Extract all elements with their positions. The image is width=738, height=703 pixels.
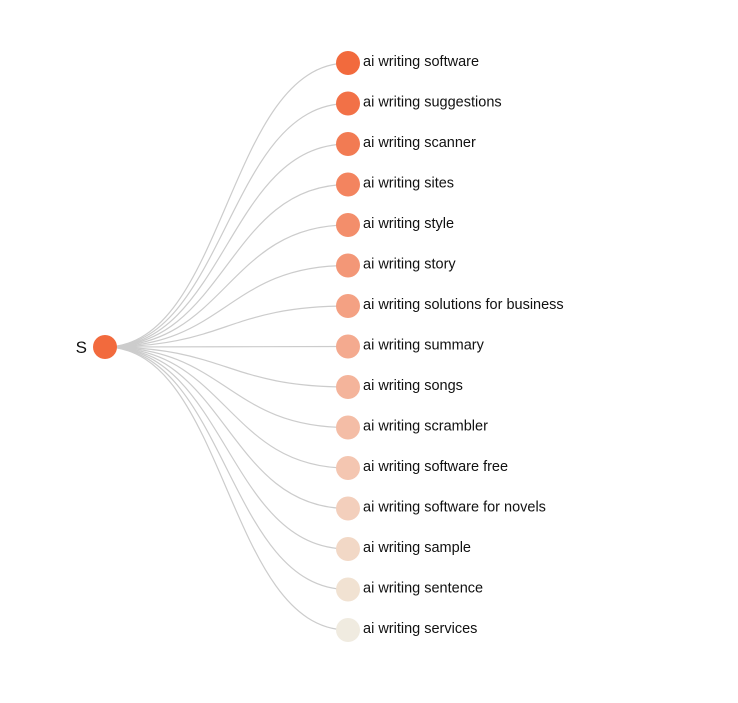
tree-links [104, 62, 349, 631]
leaf-node-item[interactable]: ai writing services [336, 618, 477, 642]
leaf-node[interactable] [336, 577, 360, 602]
leaf-node-item[interactable]: ai writing summary [336, 334, 485, 359]
leaf-node[interactable] [336, 496, 360, 521]
leaf-label: ai writing songs [363, 378, 463, 394]
leaf-node[interactable] [336, 456, 360, 480]
root-node[interactable] [93, 335, 117, 359]
leaf-label: ai writing sample [363, 540, 471, 556]
tree-link [104, 345, 349, 348]
leaf-node[interactable] [336, 375, 360, 399]
leaf-label: ai writing software for novels [363, 500, 546, 516]
root-label: S [76, 338, 87, 357]
tree-link [104, 264, 349, 348]
leaf-node[interactable] [336, 253, 360, 278]
tree-link [104, 102, 349, 348]
leaf-label: ai writing software [363, 54, 479, 70]
leaf-node[interactable] [336, 537, 360, 561]
leaf-nodes: ai writing software ai writing suggestion… [336, 51, 564, 642]
leaf-node[interactable] [336, 132, 360, 156]
leaf-node-item[interactable]: ai writing scanner [336, 132, 476, 156]
leaf-label: ai writing scrambler [363, 419, 488, 435]
tree-link [104, 346, 349, 388]
leaf-node[interactable] [336, 334, 360, 359]
tree-link [104, 346, 349, 429]
leaf-label: ai writing story [363, 257, 456, 273]
leaf-label: ai writing software free [363, 459, 508, 475]
leaf-node[interactable] [336, 51, 360, 75]
leaf-node[interactable] [336, 172, 360, 197]
root-node-group: S [76, 335, 117, 359]
leaf-node-item[interactable]: ai writing software [336, 51, 479, 75]
tree-link [104, 62, 349, 348]
leaf-node[interactable] [336, 213, 360, 237]
tree-link [104, 305, 349, 348]
leaf-label: ai writing suggestions [363, 95, 502, 111]
leaf-node-item[interactable]: ai writing suggestions [336, 91, 502, 116]
tree-link [104, 183, 349, 348]
leaf-node-item[interactable]: ai writing software for novels [336, 496, 546, 521]
leaf-label: ai writing scanner [363, 135, 476, 151]
leaf-node-item[interactable]: ai writing story [336, 253, 456, 278]
tree-link [104, 346, 349, 510]
tree-link [104, 346, 349, 550]
leaf-node-item[interactable]: ai writing sample [336, 537, 471, 561]
leaf-label: ai writing summary [363, 338, 485, 354]
leaf-label: ai writing sites [363, 176, 454, 192]
tree-link [104, 143, 349, 348]
leaf-label: ai writing style [363, 216, 454, 232]
tree-link [104, 346, 349, 591]
leaf-node-item[interactable]: ai writing sites [336, 172, 454, 197]
tree-link [104, 346, 349, 469]
leaf-node[interactable] [336, 91, 360, 116]
leaf-label: ai writing solutions for business [363, 297, 564, 313]
leaf-label: ai writing services [363, 621, 477, 637]
leaf-node-item[interactable]: ai writing style [336, 213, 454, 237]
leaf-node-item[interactable]: ai writing solutions for business [336, 294, 564, 318]
leaf-node-item[interactable]: ai writing software free [336, 456, 508, 480]
leaf-node[interactable] [336, 618, 360, 642]
leaf-node-item[interactable]: ai writing scrambler [336, 415, 488, 440]
tree-link [104, 346, 349, 631]
leaf-node-item[interactable]: ai writing sentence [336, 577, 483, 602]
leaf-node[interactable] [336, 294, 360, 318]
leaf-node[interactable] [336, 415, 360, 440]
leaf-label: ai writing sentence [363, 581, 483, 597]
tree-link [104, 224, 349, 348]
leaf-node-item[interactable]: ai writing songs [336, 375, 463, 399]
